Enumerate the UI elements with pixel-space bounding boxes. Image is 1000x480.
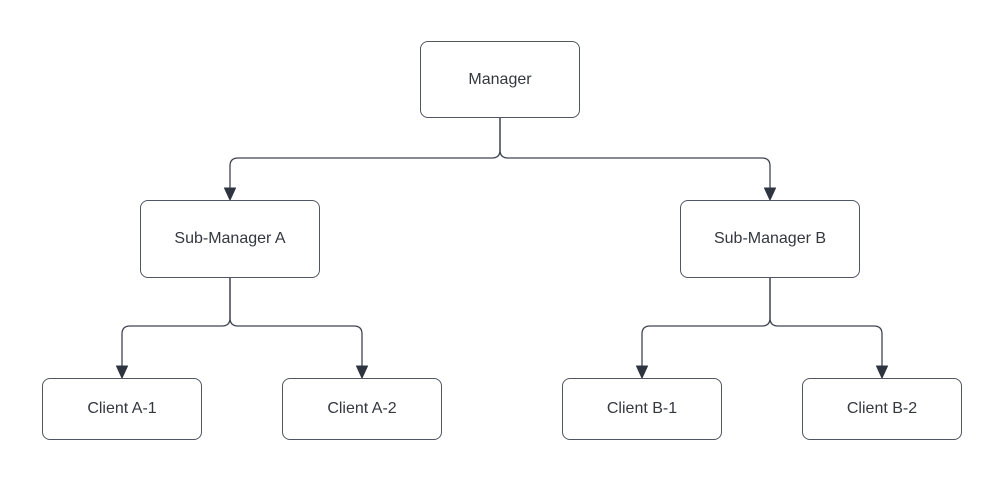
edge-sub-manager-b-to-client-b2: [769, 278, 883, 367]
edge-sub-manager-a-to-client-a1: [121, 278, 231, 367]
node-client-b1[interactable]: Client B-1: [562, 378, 722, 440]
node-sub-manager-a[interactable]: Sub-Manager A: [140, 200, 320, 278]
edge-manager-to-sub-manager-a: [229, 118, 501, 189]
edge-manager-to-sub-manager-b: [499, 118, 771, 189]
arrowhead-client-a1: [116, 365, 128, 379]
node-sub-manager-b[interactable]: Sub-Manager B: [680, 200, 860, 278]
node-client-a2-label: Client A-2: [327, 400, 397, 417]
node-sub-manager-b-label: Sub-Manager B: [713, 230, 827, 247]
node-manager-label: Manager: [468, 70, 532, 88]
node-client-a1-label: Client A-1: [87, 400, 157, 417]
edge-sub-manager-b-to-client-b1: [641, 278, 771, 367]
node-client-a1[interactable]: Client A-1: [42, 378, 202, 440]
node-client-a2[interactable]: Client A-2: [282, 378, 442, 440]
node-client-b1-label: Client B-1: [606, 400, 678, 417]
node-manager[interactable]: Manager: [420, 41, 580, 118]
arrowhead-client-b1: [636, 365, 648, 379]
node-sub-manager-a-label: Sub-Manager A: [174, 230, 286, 247]
node-client-b2-label: Client B-2: [846, 400, 918, 417]
node-client-b2[interactable]: Client B-2: [802, 378, 962, 440]
edge-sub-manager-a-to-client-a2: [229, 278, 363, 367]
arrowhead-sub-manager-a: [224, 187, 236, 201]
arrowhead-client-a2: [356, 365, 368, 379]
arrowhead-client-b2: [876, 365, 888, 379]
arrowhead-sub-manager-b: [764, 187, 776, 201]
